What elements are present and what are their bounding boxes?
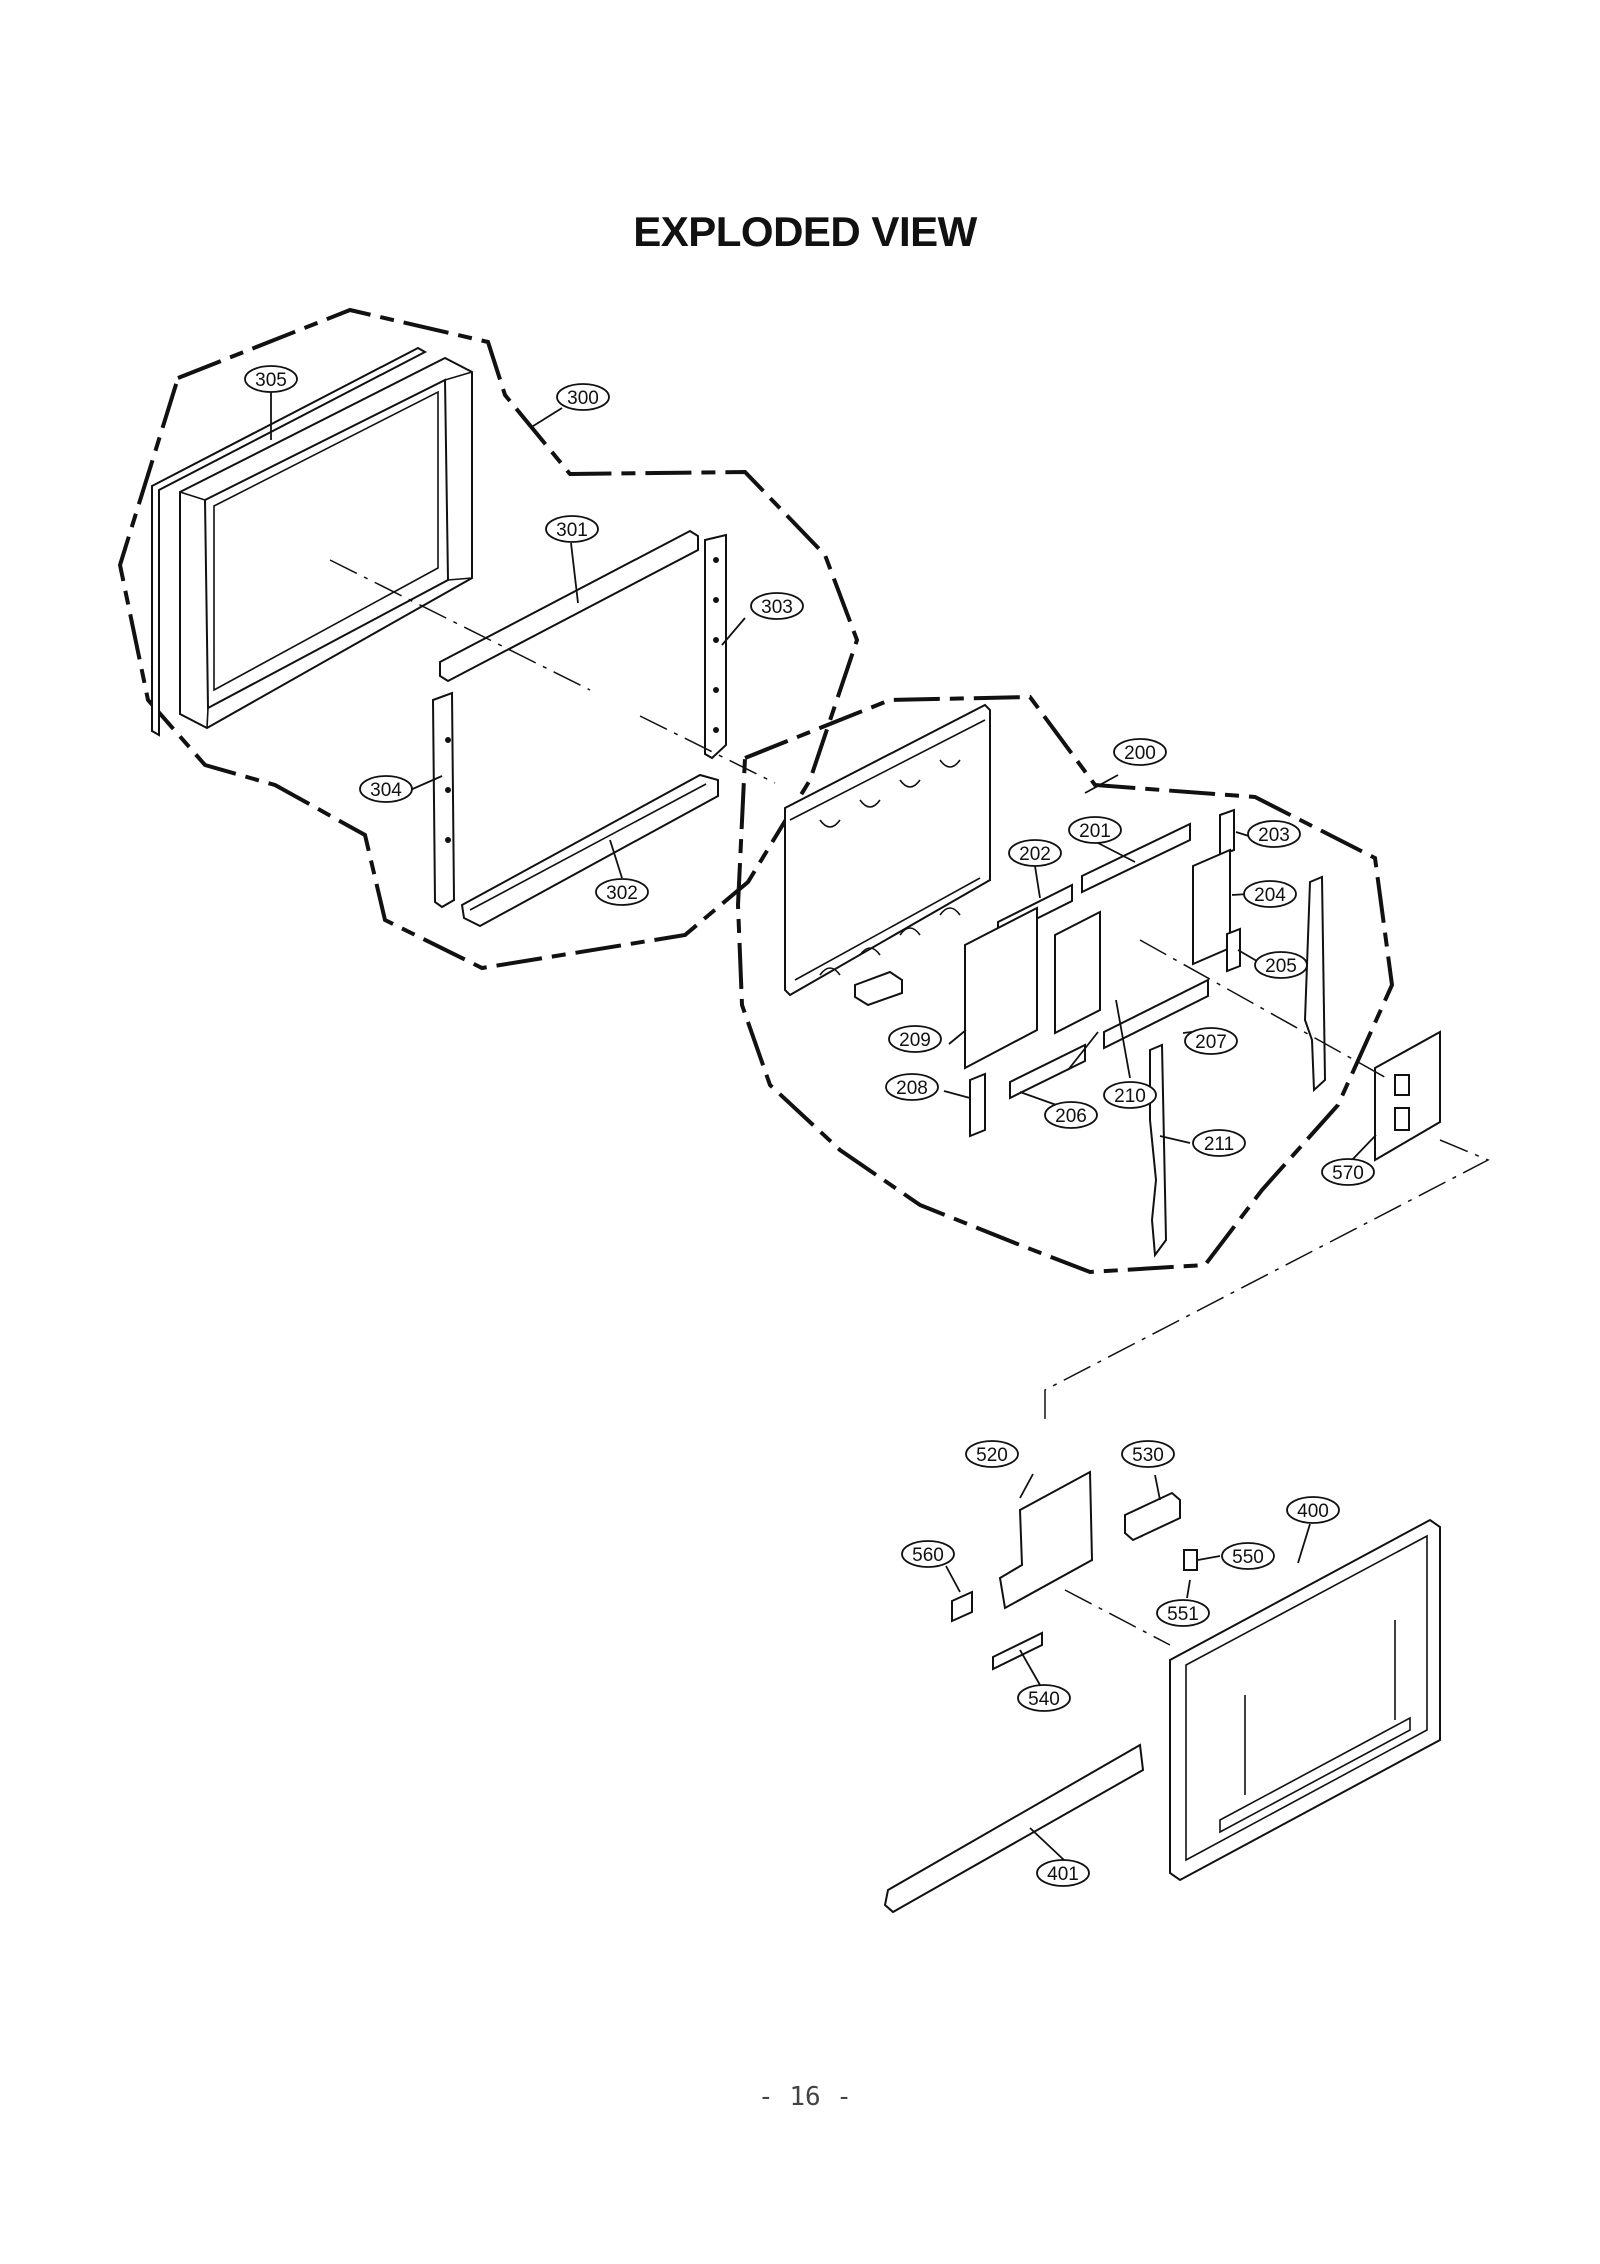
svg-text:206: 206: [1055, 1106, 1087, 1127]
callout-210: 210: [1103, 1081, 1157, 1109]
part-400-stand-slot: [1219, 1716, 1411, 1834]
part-200-chassis-frame: [784, 703, 991, 997]
svg-text:551: 551: [1167, 1604, 1199, 1625]
callout-201: 201: [1068, 816, 1122, 844]
svg-text:401: 401: [1047, 1864, 1079, 1885]
svg-text:210: 210: [1114, 1086, 1146, 1107]
part-560-part: [951, 1590, 973, 1623]
callout-300: 300: [556, 383, 610, 411]
callout-202: 202: [1008, 839, 1062, 867]
part-205-bracket: [1226, 927, 1241, 973]
callout-302: 302: [595, 878, 649, 906]
callout-400: 400: [1286, 1496, 1340, 1524]
svg-text:540: 540: [1028, 1689, 1060, 1710]
svg-text:303: 303: [761, 597, 793, 618]
part-211-right-bracket: [1303, 875, 1327, 1093]
callout-209: 209: [888, 1025, 942, 1053]
part-400-rear-cover: [1169, 1518, 1441, 1882]
callout-401: 401: [1036, 1859, 1090, 1887]
part-301-top-bracket: [439, 529, 699, 683]
part-530-module: [1124, 1491, 1181, 1542]
part-303-side-bracket: [704, 533, 727, 760]
page-number: - 16 -: [758, 2082, 852, 2112]
part-210-pcb: [1054, 910, 1101, 1035]
callout-540: 540: [1017, 1684, 1071, 1712]
callout-530: 530: [1121, 1440, 1175, 1468]
part-206-bracket: [1009, 1043, 1086, 1100]
svg-text:300: 300: [567, 388, 599, 409]
svg-text:200: 200: [1124, 743, 1156, 764]
svg-text:208: 208: [896, 1078, 928, 1099]
part-204-pcb: [1192, 848, 1231, 966]
chassis-group: [735, 694, 1490, 1420]
svg-text:520: 520: [976, 1445, 1008, 1466]
callout-206: 206: [1044, 1101, 1098, 1129]
part-550-part: [1183, 1549, 1198, 1571]
group-300-outline: [117, 307, 860, 971]
group-200-outline: [735, 694, 1395, 1275]
assembly-axis: [329, 559, 776, 784]
part-211-long-bracket: [1149, 1043, 1168, 1258]
svg-text:560: 560: [912, 1545, 944, 1566]
part-540-pcb: [992, 1631, 1043, 1671]
callout-303: 303: [750, 592, 804, 620]
part-302-bottom-bracket: [460, 773, 719, 928]
page-title: EXPLODED VIEW: [633, 208, 977, 255]
svg-text:400: 400: [1297, 1501, 1329, 1522]
callouts: 305 300 301 303 304 302 200 201 202 203 …: [244, 365, 1377, 1887]
callout-305: 305: [244, 365, 298, 393]
part-208-bracket: [969, 1072, 986, 1138]
callout-211: 211: [1192, 1129, 1246, 1157]
callout-520: 520: [965, 1440, 1019, 1468]
callout-551: 551: [1156, 1599, 1210, 1627]
svg-text:203: 203: [1258, 825, 1290, 846]
callout-203: 203: [1247, 820, 1301, 848]
callout-207: 207: [1184, 1027, 1238, 1055]
svg-text:205: 205: [1265, 956, 1297, 977]
svg-text:207: 207: [1195, 1032, 1227, 1053]
part-209-pcb: [964, 906, 1038, 1070]
svg-text:204: 204: [1254, 885, 1286, 906]
front-cabinet-group: [117, 307, 860, 971]
svg-text:302: 302: [606, 883, 638, 904]
callout-205: 205: [1254, 951, 1308, 979]
svg-text:530: 530: [1132, 1445, 1164, 1466]
svg-text:570: 570: [1332, 1163, 1364, 1184]
callout-550: 550: [1221, 1542, 1275, 1570]
svg-text:550: 550: [1232, 1547, 1264, 1568]
part-300-frame-bevel: [179, 371, 473, 729]
part-401-stand: [883, 1743, 1145, 1914]
part-203-bracket: [1219, 808, 1235, 857]
svg-text:305: 305: [255, 370, 287, 391]
part-305-front-glass: [151, 346, 428, 737]
rear-cover-group: [883, 1470, 1441, 1914]
part-520-main-pcb: [998, 1470, 1094, 1610]
svg-text:209: 209: [899, 1030, 931, 1051]
callout-570: 570: [1321, 1158, 1375, 1186]
part-201-bracket: [1081, 822, 1191, 894]
part-300-frame-window: [213, 390, 439, 692]
callout-200: 200: [1113, 738, 1167, 766]
svg-text:202: 202: [1019, 844, 1051, 865]
part-207-bracket: [1103, 978, 1209, 1050]
callout-208: 208: [885, 1073, 939, 1101]
part-304-side-bracket: [431, 691, 456, 909]
svg-text:201: 201: [1079, 821, 1111, 842]
svg-text:301: 301: [556, 520, 588, 541]
callout-304: 304: [359, 775, 413, 803]
callout-301: 301: [545, 515, 599, 543]
callout-204: 204: [1243, 880, 1297, 908]
svg-text:211: 211: [1204, 1134, 1234, 1155]
part-200-terminal-block: [854, 970, 903, 1007]
svg-text:304: 304: [370, 780, 402, 801]
callout-560: 560: [901, 1540, 955, 1568]
